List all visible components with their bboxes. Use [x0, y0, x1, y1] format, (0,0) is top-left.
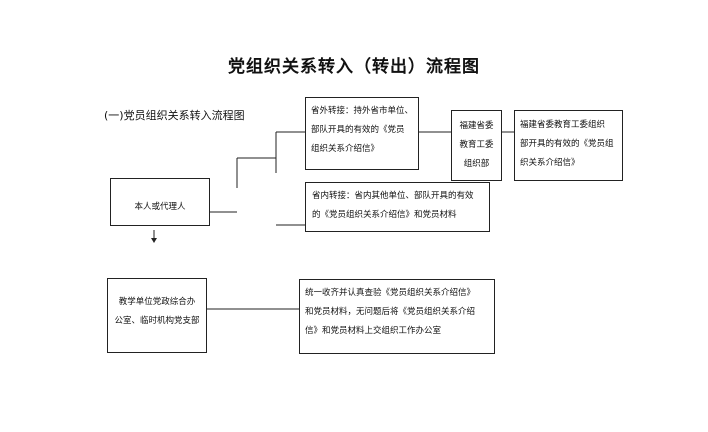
section-heading: (一)党员组织关系转入流程图 — [104, 109, 245, 122]
node-fujian-committee-label: 福建省委 教育工委 组织部 — [459, 121, 494, 169]
node-outside-transfer-label: 省外转接：持外省市单位、 部队开具的有效的《党员 组织关系介绍信》 — [311, 106, 414, 154]
node-teaching-unit-label: 教学单位党政综合办 公室、临时机构党支部 — [114, 297, 200, 326]
node-self-label: 本人或代理人 — [134, 202, 186, 212]
node-self: 本人或代理人 — [110, 178, 210, 226]
node-fujian-edu-committee-label: 福建省委教育工委组织 部开具的有效的《党员组 织关系介绍信》 — [520, 120, 614, 168]
page-title: 党组织关系转入（转出）流程图 — [228, 57, 480, 77]
node-inside-transfer: 省内转接：省内其他单位、部队开具的有效 的《党员组织关系介绍信》和党员材料 — [305, 182, 490, 232]
node-inside-transfer-label: 省内转接：省内其他单位、部队开具的有效 的《党员组织关系介绍信》和党员材料 — [312, 191, 474, 220]
node-fujian-committee: 福建省委 教育工委 组织部 — [451, 110, 502, 181]
node-collect-review: 统一收齐并认真查验《党员组织关系介绍信》 和党员材料，无问题后将《党员组织关系介… — [299, 279, 495, 354]
node-teaching-unit: 教学单位党政综合办 公室、临时机构党支部 — [107, 278, 207, 353]
node-outside-transfer: 省外转接：持外省市单位、 部队开具的有效的《党员 组织关系介绍信》 — [305, 97, 419, 170]
node-fujian-edu-committee: 福建省委教育工委组织 部开具的有效的《党员组 织关系介绍信》 — [514, 110, 623, 181]
node-collect-review-label: 统一收齐并认真查验《党员组织关系介绍信》 和党员材料，无问题后将《党员组织关系介… — [305, 288, 476, 336]
down-arrow-head — [151, 238, 157, 243]
